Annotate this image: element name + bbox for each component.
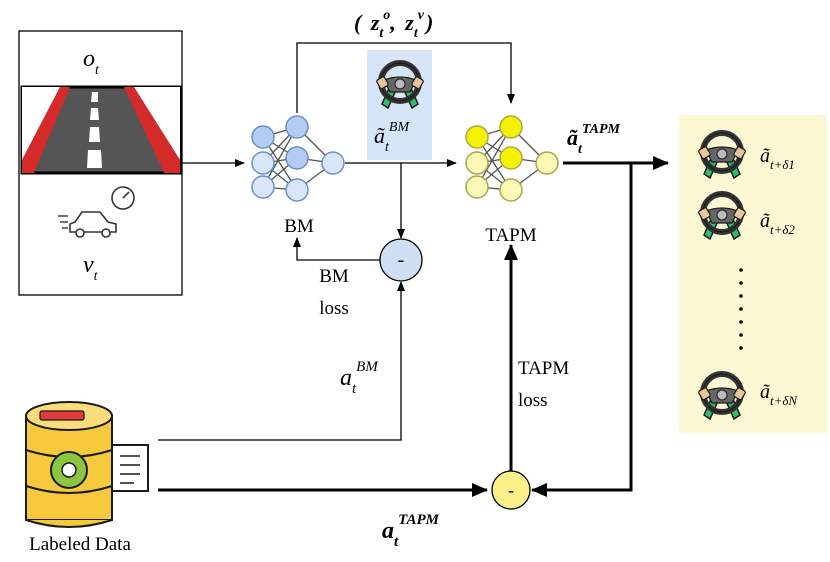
- prediction-label-n: ãt+δN: [760, 381, 798, 408]
- bm-target-label: atBM: [340, 359, 379, 397]
- dataset-label: Labeled Data: [29, 534, 131, 555]
- speedometer-car-icon: [58, 186, 135, 238]
- bm-loss-line2: loss: [319, 298, 349, 319]
- tapm-loss-node: [491, 470, 531, 510]
- predictions-panel: ãt+δ1 ãt+δ2 ãt+δN: [679, 115, 827, 433]
- obs-label: ot: [83, 46, 100, 78]
- bm-loss-operator: -: [398, 249, 405, 271]
- arrow-data-to-bm-loss: [158, 281, 405, 441]
- arrow-latents-to-tapm: [296, 42, 515, 113]
- latents-label: ( zto, ztv): [354, 8, 433, 41]
- bm-output-label: ãtBM: [374, 120, 410, 155]
- database-icon: [25, 401, 149, 528]
- tapm-loss-line1: TAPM: [518, 358, 569, 379]
- prediction-label-2: ãt+δ2: [760, 210, 795, 237]
- predictions-panel-bg: [679, 115, 827, 433]
- bm-loss-line1: BM: [319, 266, 349, 287]
- bm-label: BM: [284, 216, 314, 237]
- tapm-network: [465, 115, 559, 202]
- input-panel: ot vt: [18, 30, 183, 296]
- road-image: [20, 85, 182, 175]
- tapm-loss-operator: -: [508, 480, 514, 500]
- arrow-predictions-to-tapm-loss: [531, 163, 633, 497]
- prediction-label-1: ãt+δ1: [760, 145, 795, 172]
- tapm-label: TAPM: [485, 225, 536, 246]
- arrow-bm-loss-feedback: [293, 237, 380, 261]
- ellipsis-dots: [739, 268, 743, 350]
- bm-output-box: ãtBM: [367, 50, 432, 160]
- bm-loss-node: [379, 238, 423, 282]
- tapm-output-label: ãtTAPM: [567, 122, 621, 157]
- bm-network: [251, 115, 345, 202]
- tapm-target-label: atTAPM: [382, 512, 440, 550]
- velocity-label: vt: [83, 252, 99, 284]
- tapm-loss-line2: loss: [518, 390, 548, 411]
